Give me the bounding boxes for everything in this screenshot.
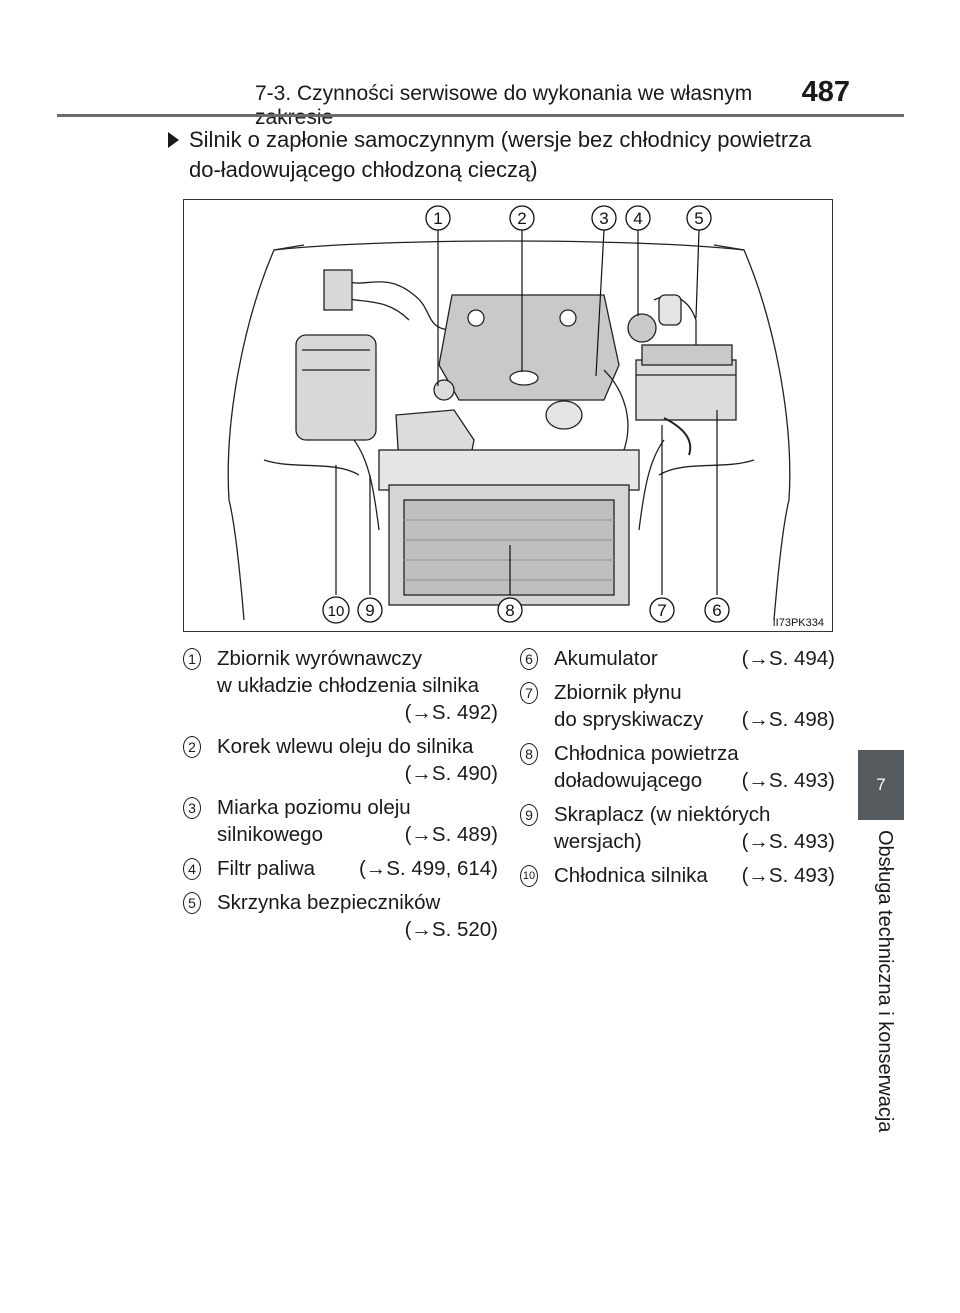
legend-column-left: 1 Zbiornik wyrównawczy w układzie chłodz… (183, 645, 498, 950)
legend-number: 6 (520, 648, 538, 670)
legend-line1: Akumulator (554, 647, 658, 670)
legend-page-ref[interactable]: (→S. 493) (741, 864, 835, 887)
svg-text:9: 9 (365, 601, 374, 620)
legend-number: 4 (183, 858, 201, 880)
legend-line2: wersjach) (554, 830, 642, 853)
legend-item: 1 Zbiornik wyrównawczy w układzie chłodz… (183, 645, 498, 726)
legend-line1: Miarka poziomu oleju (217, 796, 411, 819)
legend-number: 7 (520, 682, 538, 704)
legend-item: 10 Chłodnica silnika (→S. 493) (520, 862, 835, 889)
legend-line1: Chłodnica silnika (554, 864, 708, 887)
svg-text:8: 8 (505, 601, 514, 620)
legend-item: 2 Korek wlewu oleju do silnika (→S. 490) (183, 733, 498, 787)
legend-page-ref[interactable]: (→S. 492) (404, 701, 498, 724)
legend-number: 2 (183, 736, 201, 758)
legend-line1: Chłodnica powietrza (554, 742, 739, 765)
legend-line1: Korek wlewu oleju do silnika (217, 735, 474, 758)
legend-number: 10 (520, 865, 538, 887)
legend-item: 4 Filtr paliwa (→S. 499, 614) (183, 855, 498, 882)
chapter-tab[interactable]: 7 (858, 750, 904, 820)
legend-page-ref[interactable]: (→S. 493) (741, 830, 835, 853)
legend-page-ref[interactable]: (→S. 489) (404, 823, 498, 846)
legend-page-ref[interactable]: (→S. 498) (741, 708, 835, 731)
legend-number: 9 (520, 804, 538, 826)
legend-number: 5 (183, 892, 201, 914)
callout-8: 8 (497, 597, 523, 623)
svg-text:7: 7 (657, 601, 666, 620)
chapter-label: Obsługa techniczna i konserwacja (874, 830, 896, 1133)
callout-4: 4 (625, 205, 651, 231)
legend-line1: Filtr paliwa (217, 857, 315, 880)
legend-page-ref[interactable]: (→S. 499, 614) (358, 857, 498, 880)
chapter-number: 7 (876, 775, 886, 794)
legend-item: 8 Chłodnica powietrza doładowującego (→S… (520, 740, 835, 794)
legend-page-ref[interactable]: (→S. 490) (404, 762, 498, 785)
callout-9: 9 (357, 597, 383, 623)
svg-text:1: 1 (433, 209, 442, 228)
legend-number: 8 (520, 743, 538, 765)
legend-line1: Skrzynka bezpieczników (217, 891, 441, 914)
legend-page-ref[interactable]: (→S. 520) (404, 918, 498, 941)
callout-7: 7 (649, 597, 675, 623)
legend-item: 5 Skrzynka bezpieczników (→S. 520) (183, 889, 498, 943)
legend-line2: do spryskiwaczy (554, 708, 704, 731)
legend-line2: w układzie chłodzenia silnika (217, 674, 480, 697)
legend-item: 7 Zbiornik płynu do spryskiwaczy (→S. 49… (520, 679, 835, 733)
legend-line1: Zbiornik płynu (554, 681, 682, 704)
engine-illustration: 1 2 3 4 5 10 9 8 7 6 II73PK334 (227, 205, 824, 629)
section-title: 7-3. Czynności serwisowe do wykonania we… (255, 82, 753, 129)
legend-line2: silnikowego (217, 823, 323, 846)
callout-1: 1 (425, 205, 451, 231)
callout-5: 5 (686, 205, 712, 231)
legend-line2: doładowującego (554, 769, 703, 792)
bullet-heading: Silnik o zapłonie samoczynnym (wersje be… (168, 125, 848, 185)
legend-number: 3 (183, 797, 201, 819)
legend-item: 3 Miarka poziomu oleju silnikowego (→S. … (183, 794, 498, 848)
callout-2: 2 (509, 205, 535, 231)
legend-page-ref[interactable]: (→S. 494) (741, 647, 835, 670)
callout-3: 3 (591, 205, 617, 231)
engine-compartment-figure: 1 2 3 4 5 10 9 8 7 6 II73PK334 (183, 199, 833, 632)
svg-text:10: 10 (328, 603, 345, 620)
svg-text:6: 6 (712, 601, 721, 620)
legend-page-ref[interactable]: (→S. 493) (741, 769, 835, 792)
svg-text:4: 4 (633, 209, 642, 228)
svg-text:3: 3 (599, 209, 608, 228)
header-rule (57, 114, 904, 117)
legend-item: 9 Skraplacz (w niektórych wersjach) (→S.… (520, 801, 835, 855)
legend-number: 1 (183, 648, 201, 670)
svg-text:5: 5 (694, 209, 703, 228)
bullet-text: Silnik o zapłonie samoczynnym (wersje be… (189, 127, 812, 182)
bullet-arrow-icon (168, 132, 179, 148)
figure-code: II73PK334 (773, 617, 824, 629)
legend-item: 6 Akumulator (→S. 494) (520, 645, 835, 672)
legend-line1: Zbiornik wyrównawczy (217, 647, 423, 670)
callout-6: 6 (704, 597, 730, 623)
svg-text:2: 2 (517, 209, 526, 228)
page-number: 487 (801, 76, 850, 108)
callout-10: 10 (322, 596, 350, 624)
legend-line1: Skraplacz (w niektórych (554, 803, 771, 826)
legend-column-right: 6 Akumulator (→S. 494) 7 Zbiornik płynu … (520, 645, 835, 896)
